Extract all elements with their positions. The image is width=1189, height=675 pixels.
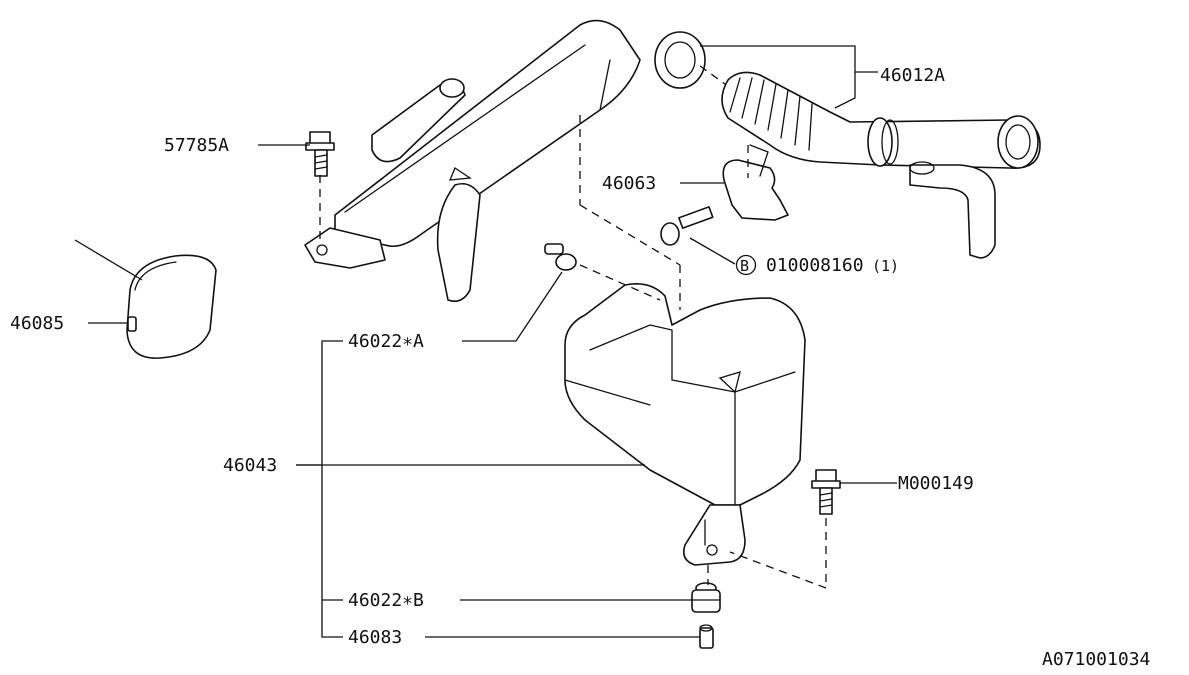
grommet-46022B (691, 582, 721, 613)
intake-boot-46012A (721, 71, 1041, 259)
collar-46083 (699, 624, 714, 649)
assembly-dash-lines (319, 65, 827, 589)
label-46083: 46083 (348, 627, 402, 648)
label-M000149: M000149 (898, 473, 974, 494)
label-46043: 46043 (223, 455, 277, 476)
label-46022B: 46022∗B (348, 590, 424, 611)
bolt-marker-circle (735, 254, 757, 276)
hose-clip-46063 (722, 144, 789, 221)
duct-coupler-ring (654, 31, 706, 89)
label-bolt-qty: (1) (872, 257, 899, 275)
diagram-id: A071001034 (1042, 649, 1150, 670)
grommet-46022A (544, 243, 577, 271)
label-46012A: 46012A (880, 65, 945, 86)
bolt-marker-letter: B (740, 257, 749, 275)
leader-lines (88, 45, 897, 638)
label-57785A: 57785A (164, 135, 229, 156)
label-46085: 46085 (10, 313, 64, 334)
bolt-M000149 (811, 469, 841, 515)
label-46063: 46063 (602, 173, 656, 194)
bolt-010008160 (660, 206, 714, 246)
intake-duct (304, 19, 641, 303)
screw-57785A (305, 131, 335, 177)
label-bolt-code: 010008160 (766, 255, 864, 276)
cover-46085 (74, 239, 217, 359)
label-46022A: 46022∗A (348, 331, 424, 352)
resonator-46043 (564, 283, 806, 566)
